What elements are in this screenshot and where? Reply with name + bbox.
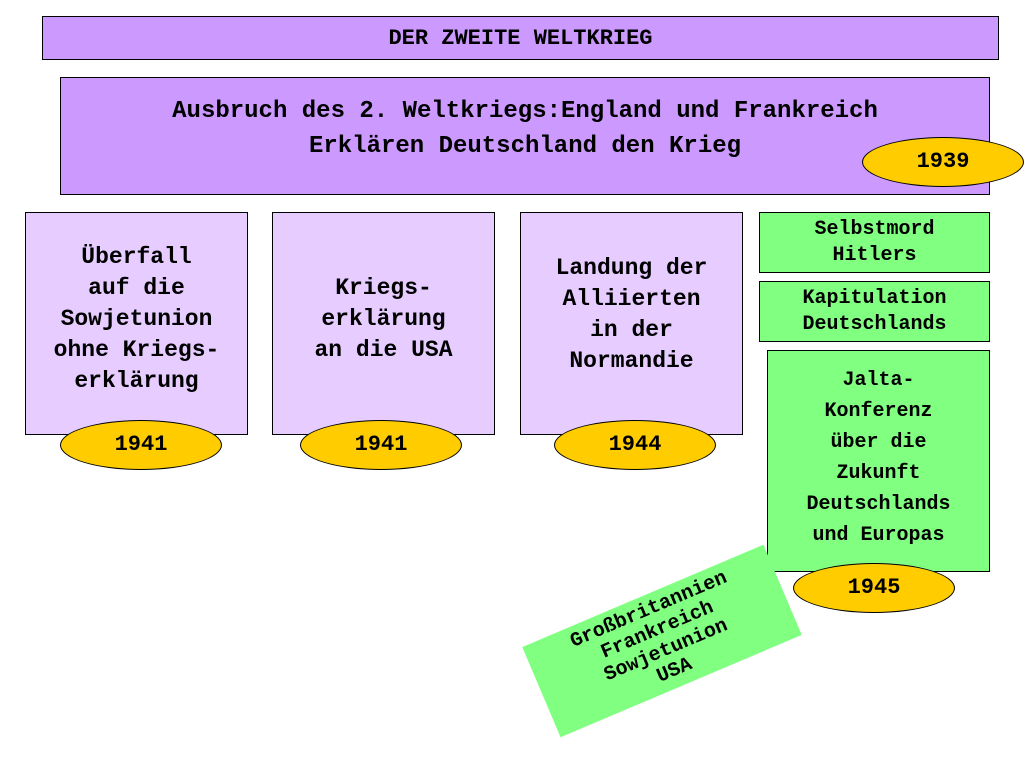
- year-badge-1939: 1939: [862, 137, 1024, 187]
- year-badge-label: 1944: [608, 432, 662, 457]
- event-capitulation: Kapitulation Deutschlands: [759, 281, 990, 342]
- page-title: DER ZWEITE WELTKRIEG: [42, 16, 999, 60]
- event-text: Landung der Alliierten in der Normandie: [555, 254, 708, 374]
- event-text: Selbstmord Hitlers: [814, 217, 935, 267]
- event-text: Überfall auf die Sowjetunion ohne Kriegs…: [53, 244, 220, 394]
- year-badge-label: 1945: [847, 575, 901, 600]
- allies-list: Großbritannien Frankreich Sowjetunion US…: [567, 566, 732, 689]
- allies-box: Großbritannien Frankreich Sowjetunion US…: [522, 544, 802, 738]
- year-badge-1945: 1945: [793, 563, 955, 613]
- event-invasion-soviet-union: Überfall auf die Sowjetunion ohne Kriegs…: [25, 212, 248, 435]
- event-text: Kriegs- erklärung an die USA: [314, 275, 453, 363]
- event-yalta-conference: Jalta- Konferenz über die Zukunft Deutsc…: [767, 350, 990, 572]
- year-badge-1941-usa: 1941: [300, 420, 462, 470]
- event-text: Jalta- Konferenz über die Zukunft Deutsc…: [806, 369, 951, 547]
- page-title-text: DER ZWEITE WELTKRIEG: [388, 25, 653, 51]
- year-badge-1944: 1944: [554, 420, 716, 470]
- year-badge-label: 1939: [916, 149, 970, 174]
- year-badge-1941-invasion: 1941: [60, 420, 222, 470]
- event-hitler-suicide: Selbstmord Hitlers: [759, 212, 990, 273]
- year-badge-label: 1941: [114, 432, 168, 457]
- event-normandy-landing: Landung der Alliierten in der Normandie: [520, 212, 743, 435]
- event-text: Kapitulation Deutschlands: [802, 286, 947, 336]
- outbreak-box: Ausbruch des 2. Weltkriegs:England und F…: [60, 77, 990, 195]
- outbreak-text: Ausbruch des 2. Weltkriegs:England und F…: [172, 98, 878, 160]
- year-badge-label: 1941: [354, 432, 408, 457]
- event-war-declaration-usa: Kriegs- erklärung an die USA: [272, 212, 495, 435]
